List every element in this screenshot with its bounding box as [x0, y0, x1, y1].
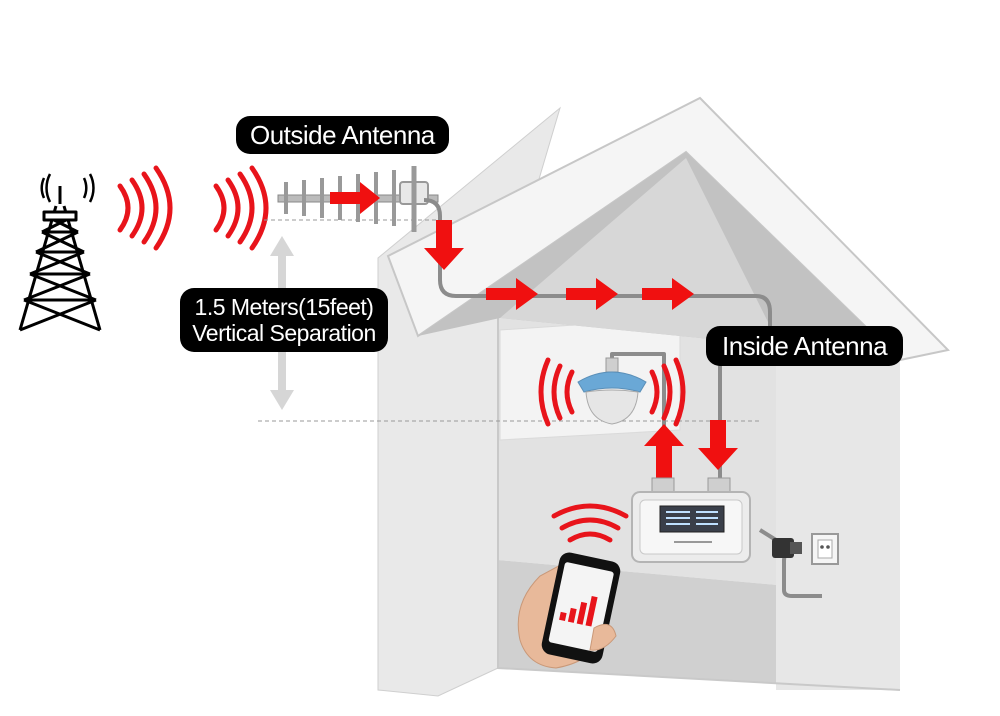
- antenna-signal-waves: [213, 165, 269, 251]
- wall-outlet-icon: [811, 533, 839, 565]
- tower-signal-waves: [117, 165, 173, 251]
- house-frame: [497, 318, 901, 691]
- cell-tower-icon: [18, 173, 102, 332]
- phone-signal-waves: [551, 503, 629, 543]
- vertical-separation-label: 1.5 Meters(15feet) Vertical Separation: [180, 288, 388, 352]
- inside-antenna-label: Inside Antenna: [706, 326, 904, 366]
- signal-flow-arrows: [330, 182, 738, 480]
- separation-label-line2: Vertical Separation: [192, 320, 376, 346]
- outside-antenna-label: Outside Antenna: [236, 116, 449, 154]
- signal-booster-icon: [631, 477, 751, 563]
- house-right-wall: [776, 340, 900, 690]
- smartphone-icon: [517, 552, 621, 669]
- inside-antenna-signal-waves: [538, 357, 686, 427]
- separation-label-line1: 1.5 Meters(15feet): [194, 294, 374, 320]
- ceiling-dome-antenna-icon: [577, 357, 647, 425]
- power-adapter-icon: [772, 538, 802, 558]
